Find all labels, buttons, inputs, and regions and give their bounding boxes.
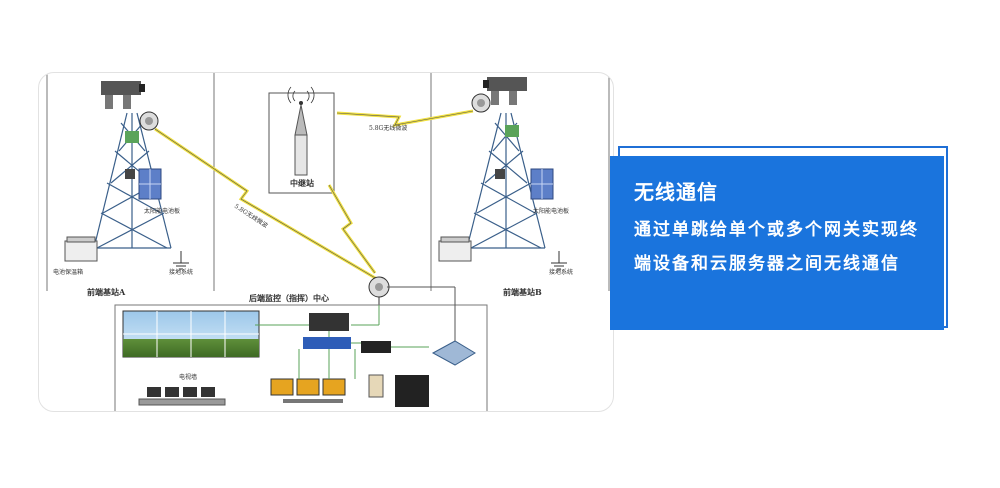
wireless-link-a-center (154, 127, 378, 281)
station-a-label: 前端基站A (87, 287, 126, 297)
ground-b-label: 接地系统 (549, 268, 573, 276)
diagram-canvas: 太阳能电池板 电池保温箱 接地系统 前端基站A 中继站 (46, 73, 610, 411)
tower-b (466, 112, 546, 249)
info-body: 通过单跳给单个或多个网关实现终端设备和云服务器之间无线通信 (634, 220, 919, 274)
station-a-frame (46, 73, 215, 291)
antenna-b-icon (471, 93, 491, 113)
network-diagram: 太阳能电池板 电池保温箱 接地系统 前端基站A 中继站 (38, 72, 614, 412)
ground-a-icon (173, 251, 189, 270)
camera-b-icon (483, 77, 527, 105)
info-card: 无线通信 通过单跳给单个或多个网关实现终端设备和云服务器之间无线通信 (610, 156, 944, 330)
relay-label: 中继站 (290, 178, 314, 188)
equipment-a-icon (125, 131, 139, 179)
workstations-icon (270, 378, 346, 403)
monitoring-center-frame (114, 304, 488, 411)
link-relay-b-label: 5.8G无线微波 (369, 124, 407, 132)
station-b-label: 前端基站B (503, 287, 542, 297)
monitors-row-icon (138, 387, 226, 406)
solar-panel-b-label: 太阳能电池板 (533, 207, 569, 215)
camera-a-icon (101, 81, 145, 109)
server-rack-icon (303, 313, 429, 407)
network-switch-icon (387, 286, 476, 366)
equipment-b-icon (495, 125, 519, 179)
radio-waves-icon (287, 86, 315, 104)
station-b-frame (430, 73, 610, 291)
box-b-icon (438, 236, 472, 262)
center-antenna-icon (368, 276, 390, 305)
battery-box-icon (64, 236, 98, 262)
wireless-link-relay-center (327, 184, 377, 274)
center-label: 后端监控（指挥）中心 (249, 293, 329, 303)
battery-box-label: 电池保温箱 (53, 268, 83, 276)
video-wall-label: 电视墙 (179, 373, 197, 381)
video-wall (122, 310, 260, 358)
wireless-link-relay-b (336, 109, 474, 128)
antenna-a-icon (139, 111, 159, 131)
info-title: 无线通信 (634, 180, 718, 204)
solar-panel-a-icon (138, 168, 162, 200)
solar-panel-b-icon (530, 168, 554, 200)
solar-panel-a-label: 太阳能电池板 (144, 207, 180, 215)
relay-box (268, 92, 335, 194)
ground-b-icon (551, 251, 567, 270)
connection-lines (255, 305, 429, 379)
ground-a-label: 接地系统 (169, 268, 193, 276)
